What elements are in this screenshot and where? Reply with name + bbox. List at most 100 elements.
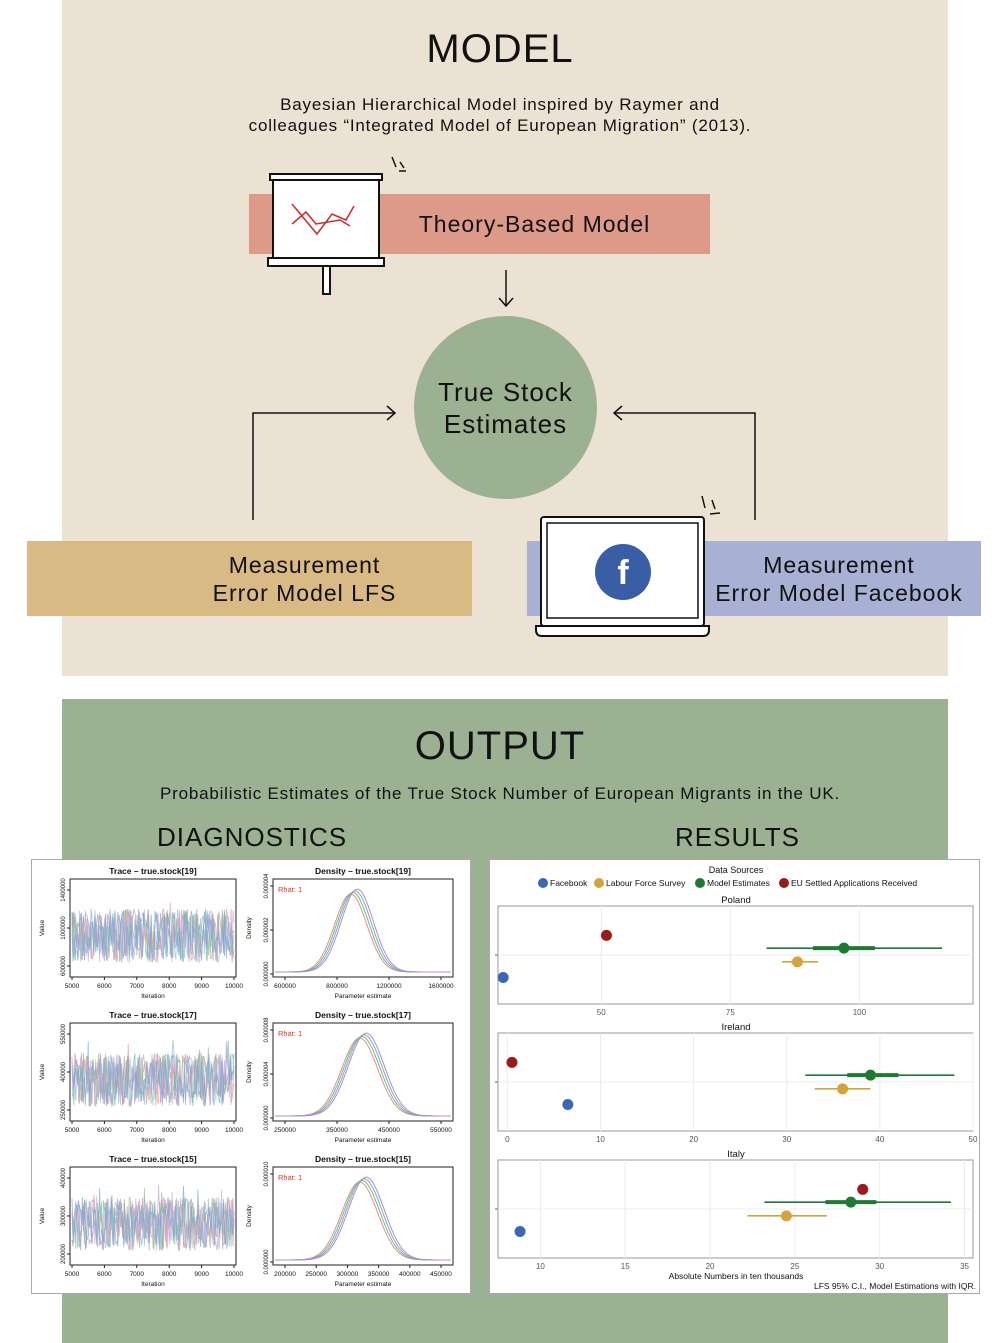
trace-x-tick-label: 7000 (130, 983, 145, 990)
legend-swatch (538, 878, 548, 888)
facet-panel (495, 1032, 974, 1132)
trace-title: Trace – true.stock[15] (109, 1154, 197, 1164)
trace-plot (69, 1022, 237, 1122)
trace-x-tick-label: 10000 (225, 1127, 243, 1134)
density-title: Density – true.stock[17] (315, 1010, 411, 1020)
true-stock-line1: True Stock (438, 376, 573, 407)
trace-x-tick-label: 6000 (97, 983, 112, 990)
trace-y-axis-label: Value (39, 920, 46, 937)
model-estimate-point (838, 942, 850, 954)
facet-title: Poland (721, 895, 751, 906)
density-y-tick-label: 0.000000 (264, 1249, 270, 1275)
model-estimate-point (845, 1196, 857, 1208)
density-x-tick-label: 250000 (305, 1271, 327, 1278)
density-x-tick-label: 450000 (430, 1271, 452, 1278)
lfs-line1: Measurement (228, 551, 381, 578)
x-tick-label: 50 (597, 1008, 606, 1017)
legend-entry: EU Settled Applications Received (791, 878, 917, 888)
density-plot: Rhat: 1 (272, 1166, 454, 1266)
diagnostics-plot-box: Trace – true.stock[19] 5000 6000 7000 8000 90… (31, 859, 471, 1294)
trace-chain-line (71, 1052, 235, 1108)
facet-panel (495, 905, 974, 1005)
density-title: Density – true.stock[19] (315, 866, 411, 876)
results-x-axis-label: Absolute Numbers in ten thousands (669, 1271, 804, 1281)
trace-title: Trace – true.stock[19] (109, 866, 197, 876)
trace-y-tick-label: 550000 (61, 1023, 67, 1044)
legend-swatch (695, 878, 705, 888)
trace-x-tick-label: 10000 (225, 1271, 243, 1278)
density-x-tick-label: 600000 (274, 983, 296, 990)
density-plot: Rhat: 1 (272, 878, 454, 978)
density-x-axis-label: Parameter estimate (335, 993, 392, 1000)
trace-chain-line (71, 1047, 235, 1107)
x-tick-label: 40 (875, 1135, 884, 1144)
results-footnote: LFS 95% C.I., Model Estimations with IQR… (814, 1281, 976, 1291)
legend-entry: Model Estimates (707, 878, 770, 888)
facebook-point (514, 1226, 526, 1238)
theory-based-model-label: Theory-Based Model (418, 211, 651, 237)
trace-x-tick-label: 8000 (162, 1127, 177, 1134)
x-tick-label: 20 (689, 1135, 698, 1144)
presentation-board-icon (267, 156, 406, 295)
legend-entry: Labour Force Survey (606, 878, 686, 888)
facet-title: Italy (727, 1149, 745, 1160)
density-curve (275, 888, 451, 973)
density-x-tick-label: 350000 (326, 1127, 348, 1134)
trace-x-tick-label: 5000 (65, 1127, 80, 1134)
legend-swatch (779, 878, 789, 888)
density-x-tick-label: 350000 (368, 1271, 390, 1278)
trace-chain-line (71, 1040, 235, 1107)
density-y-tick-label: 0.000000 (264, 961, 270, 987)
model-flow-arrows (252, 270, 756, 520)
trace-y-tick-label: 250000 (61, 1099, 67, 1120)
facebook-point (497, 972, 509, 984)
density-curve (275, 1032, 451, 1117)
density-x-tick-label: 300000 (337, 1271, 359, 1278)
output-title: OUTPUT (414, 724, 586, 768)
facebook-icon (595, 544, 651, 600)
density-plot: Rhat: 1 (272, 1022, 454, 1122)
trace-y-tick-label: 400000 (61, 1167, 67, 1188)
trace-y-tick-label: 600000 (61, 955, 67, 976)
density-frame (272, 878, 454, 978)
x-tick-label: 10 (596, 1135, 605, 1144)
model-subtitle-line1: Bayesian Hierarchical Model inspired by … (280, 95, 720, 114)
legend-swatch (594, 878, 604, 888)
trace-x-tick-label: 7000 (130, 1271, 145, 1278)
eu-settled-point (506, 1056, 518, 1068)
measurement-error-lfs-box: Measurement Error Model LFS (27, 541, 472, 616)
facebook-point (562, 1099, 574, 1111)
x-tick-label: 10 (536, 1262, 545, 1271)
rhat-label: Rhat: 1 (278, 1173, 302, 1182)
density-title: Density – true.stock[15] (315, 1154, 411, 1164)
diagnostics-plots: Trace – true.stock[19] 5000 6000 7000 8000 90… (39, 866, 454, 1288)
eu-settled-point (600, 929, 612, 941)
lfs-point (837, 1083, 849, 1095)
trace-x-axis-label: Iteration (141, 1137, 165, 1144)
trace-x-tick-label: 9000 (194, 1271, 209, 1278)
x-tick-label: 30 (875, 1262, 884, 1271)
trace-y-tick-label: 200000 (61, 1243, 67, 1264)
eu-settled-point (857, 1183, 869, 1195)
true-stock-line2: Estimates (443, 408, 568, 439)
diagnostics-heading: DIAGNOSTICS (157, 822, 348, 852)
density-y-tick-label: 0.000002 (264, 917, 270, 943)
results-heading: RESULTS (675, 822, 800, 852)
model-estimate-point (865, 1069, 877, 1081)
x-tick-label: 0 (505, 1135, 510, 1144)
x-tick-label: 50 (969, 1135, 978, 1144)
model-subtitle: Bayesian Hierarchical Model inspired by … (0, 94, 1000, 136)
trace-x-axis-label: Iteration (141, 993, 165, 1000)
trace-x-axis-label: Iteration (141, 1281, 165, 1288)
density-x-tick-label: 550000 (430, 1127, 452, 1134)
trace-x-tick-label: 6000 (97, 1271, 112, 1278)
trace-x-tick-label: 7000 (130, 1127, 145, 1134)
model-title: MODEL (426, 27, 574, 71)
x-tick-label: 75 (726, 1008, 735, 1017)
fb-line1: Measurement (763, 551, 915, 578)
trace-x-tick-label: 8000 (162, 983, 177, 990)
facet-panel (495, 1159, 974, 1259)
density-y-tick-label: 0.000004 (264, 1061, 270, 1087)
x-tick-label: 30 (782, 1135, 791, 1144)
